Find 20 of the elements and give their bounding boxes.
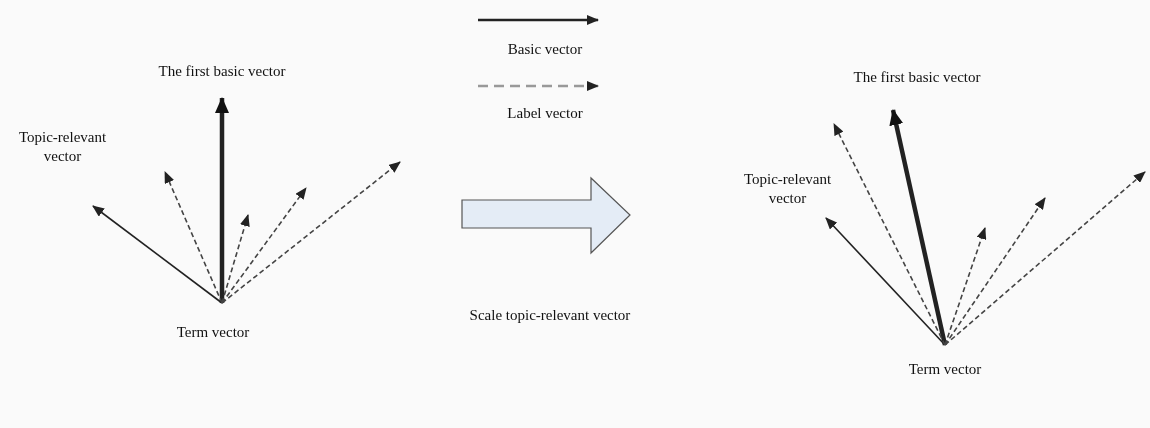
arrow <box>215 97 229 303</box>
vector-label: Term vector <box>163 323 263 342</box>
arrow-caption: Scale topic-relevant vector <box>468 306 632 325</box>
arrow <box>833 123 946 346</box>
legend-text: Label vector <box>506 104 584 123</box>
vector-label: Topic-relevant vector <box>730 170 845 208</box>
vector-label: The first basic vector <box>842 68 992 87</box>
arrow <box>221 187 307 304</box>
arrow <box>944 227 987 346</box>
arrow <box>92 205 223 304</box>
vector-label: The first basic vector <box>147 62 297 81</box>
arrow <box>944 197 1046 346</box>
vector-label: Term vector <box>895 360 995 379</box>
arrow <box>944 171 1146 346</box>
arrow <box>164 171 223 304</box>
arrow <box>221 161 401 304</box>
vector-label: Topic-relevant vector <box>5 128 120 166</box>
legend-text: Basic vector <box>506 40 584 59</box>
arrow <box>221 214 250 304</box>
arrow <box>825 217 946 346</box>
